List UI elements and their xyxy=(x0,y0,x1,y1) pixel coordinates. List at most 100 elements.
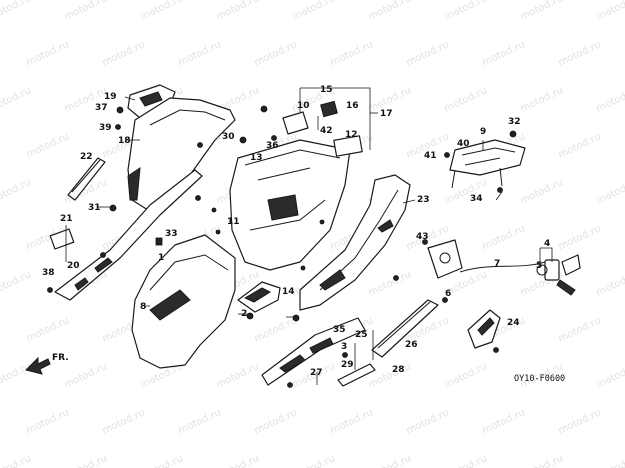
watermark-text: motod.ru xyxy=(101,39,147,68)
part-16-pad xyxy=(320,100,338,118)
callout-30: 30 xyxy=(222,132,235,142)
callout-21: 21 xyxy=(60,214,73,224)
callout-3: 3 xyxy=(341,342,347,352)
part-20-floor-side xyxy=(54,169,203,301)
callout-29: 29 xyxy=(341,360,354,370)
callout-24: 24 xyxy=(507,318,520,328)
watermark-text: motod.ru xyxy=(139,453,185,468)
watermark-text: motod.ru xyxy=(557,407,603,436)
part-24-cover xyxy=(467,309,501,349)
watermark-text: motod.ru xyxy=(519,0,565,23)
callout-18: 18 xyxy=(118,136,131,146)
watermark-text: motod.ru xyxy=(519,453,565,468)
callout-35: 35 xyxy=(333,325,346,335)
front-arrow-icon xyxy=(25,356,51,375)
watermark-text: motod.ru xyxy=(595,85,625,114)
part-28-mat xyxy=(337,363,376,387)
callout-17: 17 xyxy=(380,109,393,119)
callout-8: 8 xyxy=(140,302,146,312)
watermark-text: motod.ru xyxy=(481,407,527,436)
watermark-text: motod.ru xyxy=(177,39,223,68)
leader-lines xyxy=(65,87,553,385)
watermark-text: motod.ru xyxy=(291,453,337,468)
watermark-text: motod.ru xyxy=(557,131,603,160)
watermark-text: motod.ru xyxy=(139,0,185,23)
callout-1: 1 xyxy=(158,253,164,263)
callout-41: 41 xyxy=(424,151,437,161)
watermark-text: motod.ru xyxy=(25,407,71,436)
callout-16: 16 xyxy=(346,101,359,111)
callout-23: 23 xyxy=(417,195,430,205)
part-8-leg-shield xyxy=(131,234,236,369)
watermark-text: motod.ru xyxy=(253,315,299,344)
watermark-text: motod.ru xyxy=(0,453,33,468)
watermark-text: motod.ru xyxy=(595,453,625,468)
callout-14: 14 xyxy=(282,287,295,297)
diagram-code: OY10-F0600 xyxy=(514,374,565,384)
part-23-body-cover xyxy=(299,174,411,311)
callout-5: 5 xyxy=(536,261,542,271)
watermark-text: motod.ru xyxy=(0,0,33,23)
watermark-text: motod.ru xyxy=(557,223,603,252)
watermark-text: motod.ru xyxy=(63,361,109,390)
callout-36: 36 xyxy=(266,141,279,151)
callout-6: 6 xyxy=(445,289,451,299)
callout-31: 31 xyxy=(88,203,101,213)
watermark-text: motod.ru xyxy=(595,0,625,23)
watermark-text: motod.ru xyxy=(367,0,413,23)
watermark-text: motod.ru xyxy=(443,0,489,23)
part-10-damper xyxy=(282,111,309,135)
fasteners xyxy=(47,105,517,388)
front-label: FR. xyxy=(52,353,69,363)
watermark-text: motod.ru xyxy=(101,407,147,436)
callout-2: 2 xyxy=(241,309,247,319)
callout-10: 10 xyxy=(297,101,310,111)
callout-40: 40 xyxy=(457,139,470,149)
watermark-text: motod.ru xyxy=(595,177,625,206)
watermark-text: motod.ru xyxy=(177,407,223,436)
part-6-bracket xyxy=(427,239,463,279)
watermark-text: motod.ru xyxy=(557,39,603,68)
part-18-side-strip xyxy=(127,97,236,211)
watermark-text: motod.ru xyxy=(253,407,299,436)
part-17-luggage-box xyxy=(229,139,351,271)
watermark-text: motod.ru xyxy=(481,39,527,68)
watermark-text: motod.ru xyxy=(367,269,413,298)
callout-12: 12 xyxy=(345,130,358,140)
watermark-text: motod.ru xyxy=(329,39,375,68)
watermark-text: motod.ru xyxy=(0,361,33,390)
part-22-strip xyxy=(67,157,106,201)
watermark-text: motod.ru xyxy=(25,39,71,68)
watermark-text: motod.ru xyxy=(25,131,71,160)
watermark-text: motod.ru xyxy=(63,0,109,23)
watermark-text: motod.ru xyxy=(405,407,451,436)
watermark-text: motod.ru xyxy=(253,39,299,68)
watermark-text: motod.ru xyxy=(519,85,565,114)
callout-39: 39 xyxy=(99,123,112,133)
watermark-text: motod.ru xyxy=(0,85,33,114)
part-7-cable xyxy=(459,261,546,273)
callout-37: 37 xyxy=(95,103,108,113)
callout-4: 4 xyxy=(544,239,550,249)
watermark-text: motod.ru xyxy=(595,361,625,390)
part-14-tray xyxy=(237,281,281,313)
callout-numbers: 1234567891011121314151617181920212223242… xyxy=(42,85,550,378)
callout-15: 15 xyxy=(320,85,333,95)
watermark-text: motod.ru xyxy=(443,85,489,114)
watermark-text: motod.ru xyxy=(63,453,109,468)
part-26-floor-strip xyxy=(371,299,439,358)
watermark-text: motod.ru xyxy=(367,453,413,468)
watermark-text: motod.ru xyxy=(215,453,261,468)
callout-7: 7 xyxy=(494,259,500,269)
part-25-floor-panel xyxy=(261,317,366,386)
part-33-clip xyxy=(155,237,163,246)
callout-22: 22 xyxy=(80,152,93,162)
callout-26: 26 xyxy=(405,340,418,350)
callout-43: 43 xyxy=(416,232,429,242)
callout-32: 32 xyxy=(508,117,521,127)
watermark-text: motod.ru xyxy=(0,269,33,298)
callout-33: 33 xyxy=(165,229,178,239)
watermark-text: motod.ru xyxy=(443,361,489,390)
watermark-text: motod.ru xyxy=(367,361,413,390)
